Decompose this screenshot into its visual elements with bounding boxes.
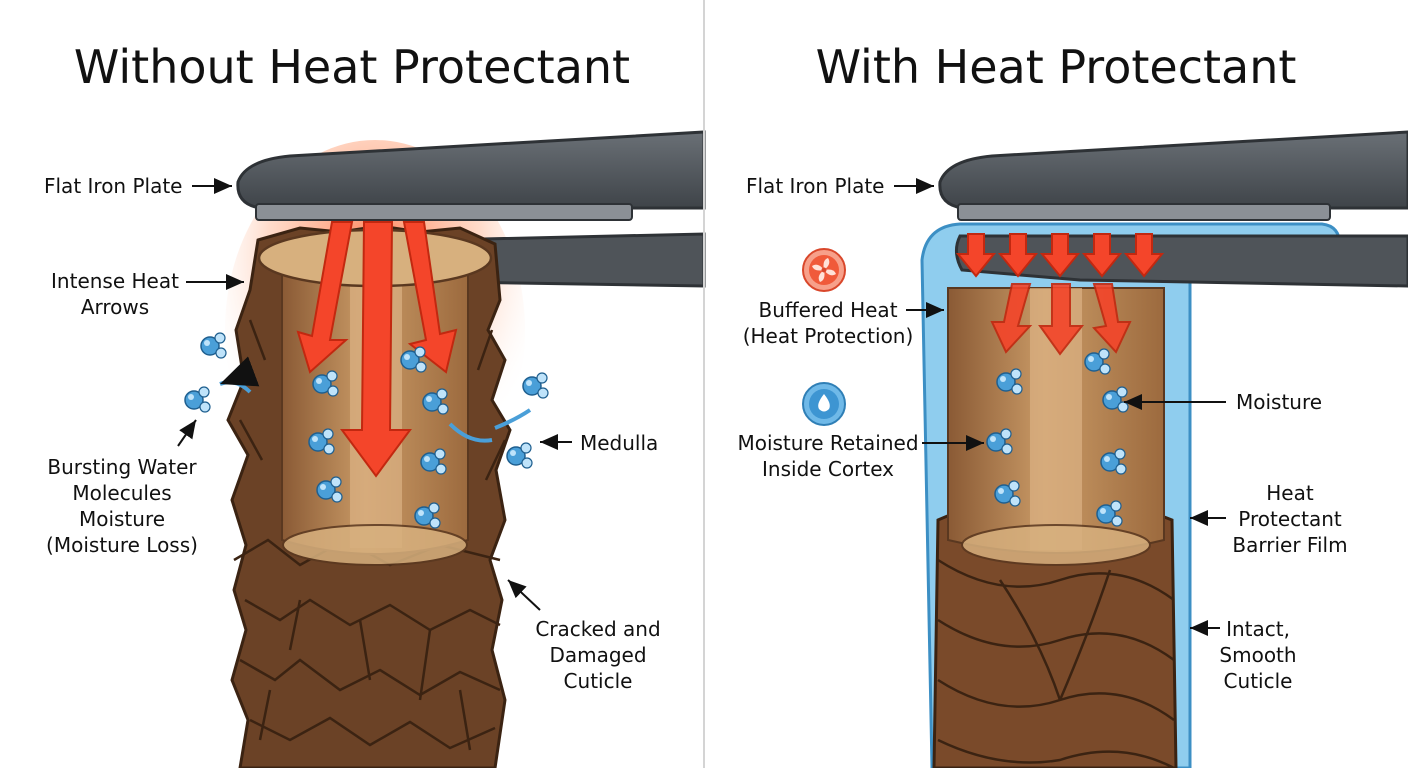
fan-icon: [802, 248, 846, 292]
heat-arrow: [340, 221, 412, 478]
right-leader-lines: [894, 178, 1226, 636]
water-drop-icon: [802, 382, 846, 426]
label-flat-iron-plate-left: Flat Iron Plate: [44, 174, 183, 198]
left-panel-illustration: [177, 130, 706, 768]
right-panel-illustration: [802, 130, 1408, 768]
left-leader-lines: [177, 178, 572, 611]
right-cuticle-scales: [937, 558, 1175, 768]
right-buffered-heat-arrows-top: [955, 233, 1165, 278]
left-iron-heating-pad: [255, 203, 633, 221]
right-iron-lower-plate: [955, 234, 1408, 288]
right-cut-bottom: [961, 524, 1151, 566]
right-iron-heating-pad: [957, 203, 1331, 221]
label-buffered-heat: Buffered Heat (Heat Protection): [742, 298, 914, 348]
left-iron-upper-plate: [236, 130, 706, 210]
label-moisture: Moisture: [1236, 390, 1323, 414]
label-barrier-film: Heat Protectant Barrier Film: [1232, 481, 1348, 557]
label-bursting-water-molecules: Bursting Water Molecules Moisture (Moist…: [46, 455, 198, 557]
left-heat-arrows: [296, 221, 458, 478]
right-buffered-heat-arrows-inner: [990, 283, 1132, 356]
label-medulla: Medulla: [580, 431, 659, 455]
label-intense-heat-arrows: Intense Heat Arrows: [51, 269, 179, 319]
right-iron-upper-plate: [938, 130, 1408, 210]
left-cut-bottom: [282, 524, 468, 566]
label-moisture-retained: Moisture Retained Inside Cortex: [737, 431, 919, 481]
right-panel-title: With Heat Protectant: [815, 40, 1297, 94]
label-intact-smooth-cuticle: Intact, Smooth Cuticle: [1219, 617, 1297, 693]
heat-arrow: [296, 221, 354, 374]
heat-arrow: [402, 221, 458, 374]
left-moisture-escape-arrows: [219, 356, 532, 443]
label-flat-iron-plate-right: Flat Iron Plate: [746, 174, 885, 198]
panel-divider: [703, 0, 705, 768]
label-cracked-damaged-cuticle: Cracked and Damaged Cuticle: [535, 617, 661, 693]
left-panel-title: Without Heat Protectant: [73, 40, 631, 94]
